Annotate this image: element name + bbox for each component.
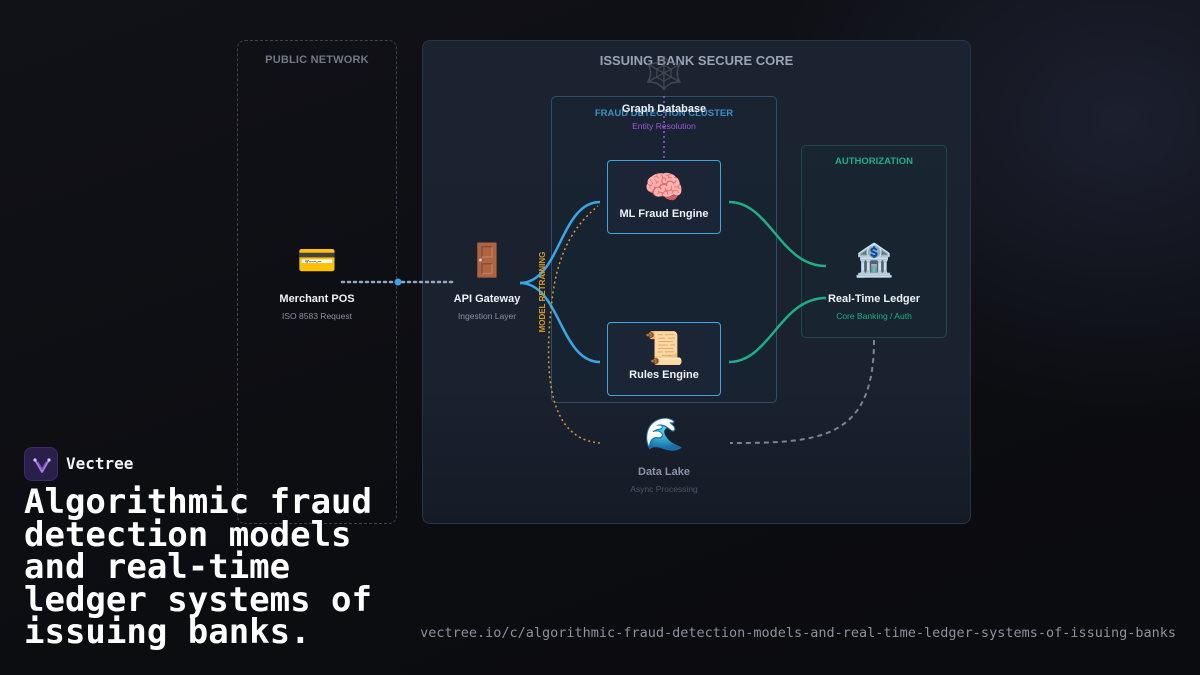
- data-lake-label: Data Lake: [638, 466, 690, 478]
- credit-card-icon: 💳: [297, 242, 337, 278]
- bank-icon: 🏦: [854, 242, 894, 278]
- source-url[interactable]: vectree.io/c/algorithmic-fraud-detection…: [420, 625, 1176, 641]
- graph-db-sub: Entity Resolution: [632, 121, 696, 131]
- secure-core-title: ISSUING BANK SECURE CORE: [599, 53, 794, 68]
- secure-core-zone: [422, 40, 971, 524]
- data-lake-sub: Async Processing: [630, 484, 698, 494]
- ledger-sub: Core Banking / Auth: [836, 311, 912, 321]
- public-network-zone: [237, 40, 397, 524]
- graph-db-label: Graph Database: [621, 103, 707, 115]
- brain-icon: 🧠: [644, 169, 684, 205]
- authorization-title: AUTHORIZATION: [835, 156, 913, 167]
- spider-web-icon: 🕸️: [644, 55, 684, 91]
- ml-engine-box: [607, 160, 721, 234]
- ml-engine-label: ML Fraud Engine: [619, 208, 709, 220]
- api-gateway-sub: Ingestion Layer: [457, 311, 517, 321]
- rules-engine-box: [607, 322, 721, 396]
- scroll-icon: 📜: [644, 330, 684, 366]
- merchant-pos-label: Merchant POS: [279, 293, 355, 305]
- merchant-pos-sub: ISO 8583 Request: [282, 311, 352, 321]
- vectree-logo-icon: [24, 447, 58, 481]
- headline: Algorithmic fraud detection models and r…: [24, 482, 372, 652]
- brand-name: Vectree: [66, 454, 134, 473]
- ledger-label: Real-Time Ledger: [827, 293, 921, 305]
- public-network-title: PUBLIC NETWORK: [265, 54, 369, 66]
- wave-icon: 🌊: [644, 416, 684, 452]
- api-gateway-label: API Gateway: [453, 293, 521, 305]
- rules-engine-label: Rules Engine: [629, 369, 699, 381]
- door-icon: 🚪: [467, 242, 507, 278]
